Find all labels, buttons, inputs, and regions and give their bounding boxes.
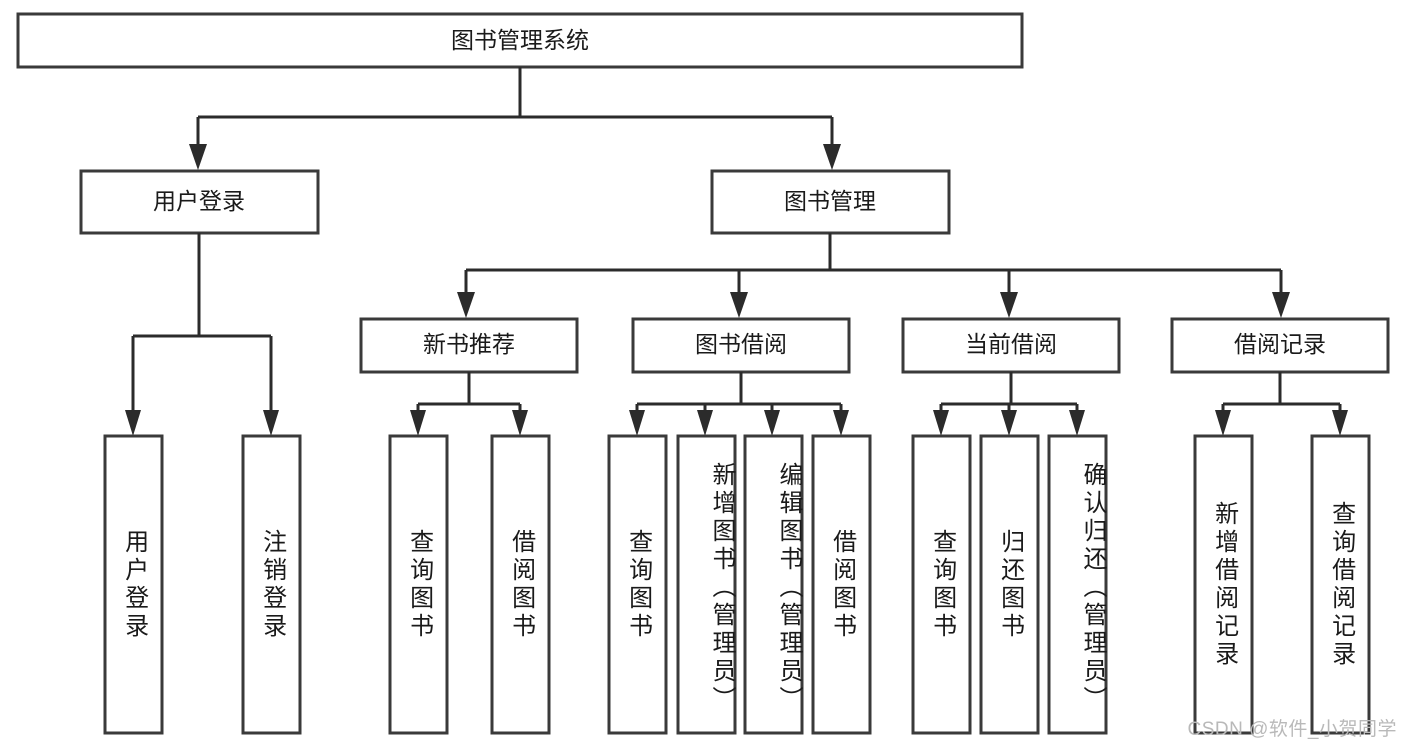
leaf-query-book-2-box[interactable] <box>607 434 668 735</box>
arrow-head-leaf-query-book-1 <box>410 410 426 436</box>
arrow-head-leaf-borrow-book-2 <box>833 410 849 436</box>
arrow-head-leaf-user-logout <box>263 410 279 436</box>
csdn-watermark: CSDN @软件_小贺同学 <box>1187 719 1397 740</box>
node-book-manage-box[interactable] <box>710 169 951 235</box>
node-new-book-recommend[interactable]: 新书推荐 <box>359 317 579 374</box>
node-root[interactable]: 图书管理系统 <box>16 12 1024 69</box>
arrow-head-new-book <box>457 292 475 318</box>
connector-root-to-level2 <box>189 67 841 170</box>
arrow-head-book-manage <box>823 144 841 170</box>
node-book-borrow-label: 图书借阅 <box>695 331 787 357</box>
arrow-head-leaf-query-book-3 <box>933 410 949 436</box>
arrow-head-leaf-query-record <box>1332 410 1348 436</box>
node-current-borrow[interactable]: 当前借阅 <box>901 317 1121 374</box>
leaf-return-book-box[interactable] <box>979 434 1040 735</box>
leaf-edit-book-box[interactable] <box>743 434 804 735</box>
node-user-login[interactable]: 用户登录 <box>79 169 320 235</box>
arrow-head-leaf-query-book-2 <box>629 410 645 436</box>
leaf-borrow-book-1-box[interactable] <box>490 434 551 735</box>
connector-new-book-to-leaves <box>410 372 528 436</box>
arrow-head-current-borrow <box>1000 292 1018 318</box>
node-borrow-record-label: 借阅记录 <box>1234 331 1326 357</box>
arrow-head-book-borrow <box>730 292 748 318</box>
node-book-manage[interactable]: 图书管理 <box>710 169 951 235</box>
node-new-book-recommend-label: 新书推荐 <box>423 331 515 357</box>
arrow-head-leaf-edit-book <box>764 410 780 436</box>
connector-current-borrow-to-leaves <box>933 372 1085 436</box>
node-borrow-record-box[interactable] <box>1170 317 1390 374</box>
connector-user-login-to-leaves <box>125 233 279 436</box>
connector-borrow-record-to-leaves <box>1215 372 1348 436</box>
leaf-user-logout-box[interactable] <box>241 434 302 735</box>
node-book-borrow[interactable]: 图书借阅 <box>631 317 851 374</box>
arrow-head-user-login <box>189 144 207 170</box>
node-root-box[interactable] <box>16 12 1024 69</box>
node-book-borrow-box[interactable] <box>631 317 851 374</box>
arrow-head-leaf-confirm-return <box>1069 410 1085 436</box>
leaf-query-record-box[interactable] <box>1310 434 1371 735</box>
node-new-book-recommend-box[interactable] <box>359 317 579 374</box>
node-root-label: 图书管理系统 <box>451 27 589 53</box>
leaf-borrow-book-2-box[interactable] <box>811 434 872 735</box>
arrow-head-borrow-record <box>1272 292 1290 318</box>
arrow-head-leaf-add-book <box>697 410 713 436</box>
node-borrow-record[interactable]: 借阅记录 <box>1170 317 1390 374</box>
leaf-query-book-3-box[interactable] <box>911 434 972 735</box>
leaf-add-book-box[interactable] <box>676 434 737 735</box>
leaf-confirm-return-box[interactable] <box>1047 434 1108 735</box>
node-book-manage-label: 图书管理 <box>784 188 876 214</box>
connector-book-manage-to-level3 <box>457 233 1290 318</box>
leaf-query-book-1-box[interactable] <box>388 434 449 735</box>
arrow-head-leaf-return-book <box>1001 410 1017 436</box>
node-current-borrow-label: 当前借阅 <box>965 331 1057 357</box>
leaf-add-record-box[interactable] <box>1193 434 1254 735</box>
arrow-head-leaf-borrow-book-1 <box>512 410 528 436</box>
node-user-login-label: 用户登录 <box>153 188 245 214</box>
connector-book-borrow-to-leaves <box>629 372 849 436</box>
node-current-borrow-box[interactable] <box>901 317 1121 374</box>
arrow-head-leaf-add-record <box>1215 410 1231 436</box>
leaf-user-login-box[interactable] <box>103 434 164 735</box>
arrow-head-leaf-user-login <box>125 410 141 436</box>
